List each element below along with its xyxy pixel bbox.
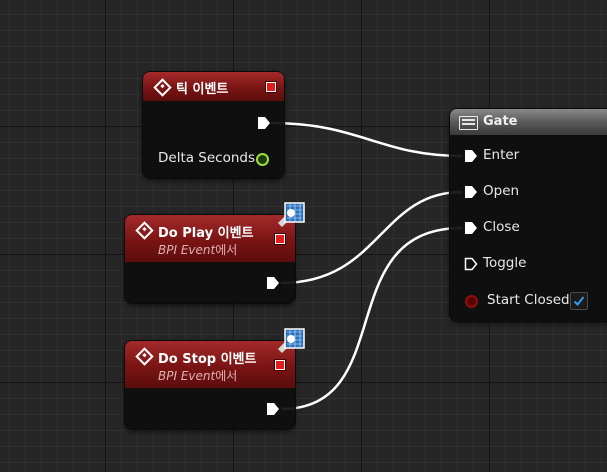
wire-play-to-open[interactable] xyxy=(280,190,463,285)
gate-icon xyxy=(459,116,478,130)
blueprint-interface-icon xyxy=(278,328,305,353)
checkmark-icon xyxy=(573,296,585,306)
tick-event-title: 틱 이벤트 xyxy=(176,82,229,97)
gate-enter-pin[interactable] xyxy=(464,149,478,163)
do-stop-header[interactable]: Do Stop 이벤트 BPI Event에서 xyxy=(125,341,295,388)
tick-event-header[interactable]: 틱 이벤트 xyxy=(143,72,284,101)
wire-stop-to-close[interactable] xyxy=(280,226,463,411)
do-stop-subtitle-italic: BPI Event xyxy=(158,369,216,383)
start-closed-checkbox[interactable] xyxy=(570,292,588,310)
gate-enter-label: Enter xyxy=(483,147,520,163)
start-closed-label: Start Closed xyxy=(487,292,570,308)
do-play-subtitle-suffix: 에서 xyxy=(215,243,238,257)
diamond-event-icon xyxy=(135,347,154,366)
gate-close-label: Close xyxy=(483,219,520,235)
do-play-subtitle-italic: BPI Event xyxy=(158,243,216,257)
do-play-subtitle: BPI Event에서 xyxy=(158,241,237,258)
gate-title: Gate xyxy=(483,114,518,129)
blueprint-interface-icon xyxy=(278,202,305,227)
do-play-title: Do Play 이벤트 xyxy=(158,226,254,241)
do-stop-delegate-pin[interactable] xyxy=(275,360,285,370)
do-play-header[interactable]: Do Play 이벤트 BPI Event에서 xyxy=(125,215,295,262)
tick-event-node[interactable]: 틱 이벤트 Delta Seconds xyxy=(143,72,284,178)
gate-close-pin[interactable] xyxy=(464,221,478,235)
delta-seconds-pin[interactable] xyxy=(256,153,269,166)
do-stop-event-node[interactable]: Do Stop 이벤트 BPI Event에서 xyxy=(125,341,295,429)
tick-delegate-pin[interactable] xyxy=(266,82,276,92)
do-stop-exec-out-pin[interactable] xyxy=(266,402,280,416)
gate-open-pin[interactable] xyxy=(464,185,478,199)
gate-header[interactable]: Gate xyxy=(450,109,607,135)
do-stop-subtitle-suffix: 에서 xyxy=(215,369,238,383)
tick-exec-out-pin[interactable] xyxy=(257,116,271,130)
gate-node[interactable]: Gate Enter Open Close Toggle Start Close… xyxy=(450,109,607,321)
gate-toggle-pin[interactable] xyxy=(464,257,478,271)
start-closed-pin[interactable] xyxy=(465,295,478,308)
do-stop-subtitle: BPI Event에서 xyxy=(158,367,237,384)
do-stop-title: Do Stop 이벤트 xyxy=(158,352,257,367)
do-play-exec-out-pin[interactable] xyxy=(266,276,280,290)
do-play-event-node[interactable]: Do Play 이벤트 BPI Event에서 xyxy=(125,215,295,303)
diamond-event-icon xyxy=(153,78,172,97)
gate-open-label: Open xyxy=(483,183,520,199)
wire-tick-to-enter[interactable] xyxy=(270,121,463,158)
delta-seconds-label: Delta Seconds xyxy=(158,150,256,166)
gate-toggle-label: Toggle xyxy=(483,255,527,271)
do-play-delegate-pin[interactable] xyxy=(275,234,285,244)
diamond-event-icon xyxy=(135,221,154,240)
